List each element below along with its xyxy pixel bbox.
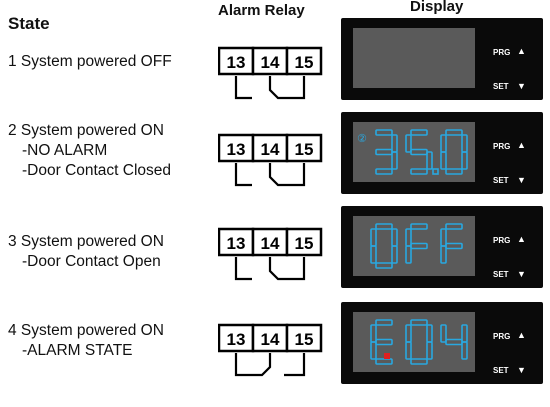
- prg-button-label: PRG: [493, 142, 511, 151]
- prg-button-label: PRG: [493, 48, 511, 57]
- relay-terminal-label: 13: [227, 53, 246, 72]
- display-digit: [440, 223, 463, 264]
- relay-terminal-box: [218, 323, 255, 353]
- relay-diagram-4: 13 14 15: [218, 323, 324, 393]
- state-3-line-2: -Door Contact Open: [22, 253, 161, 270]
- state-2-description: 2 System powered ON -NO ALARM -Door Cont…: [8, 121, 171, 181]
- display-screen: [353, 28, 475, 88]
- seven-segment-readout: [353, 28, 475, 88]
- display-digit: [405, 129, 433, 175]
- display-screen: ②: [353, 122, 475, 182]
- relay-wire: [234, 76, 252, 100]
- status-indicator-icon: ②: [357, 132, 367, 145]
- relay-wire: [284, 353, 306, 377]
- display-header: Display: [410, 0, 464, 15]
- set-button-label: SET: [493, 270, 509, 279]
- relay-terminal-label: 13: [227, 140, 246, 159]
- relay-terminal-label: 15: [295, 140, 314, 159]
- prg-button-label: PRG: [493, 332, 511, 341]
- display-panel-4: PRG ▲ SET ▼: [341, 302, 543, 384]
- relay-terminal-box: [285, 46, 323, 76]
- display-digit: [375, 129, 398, 175]
- state-header: State: [8, 14, 50, 33]
- display-digit: [370, 223, 398, 269]
- relay-terminal-label: 14: [261, 234, 280, 253]
- decimal-point: [432, 168, 439, 175]
- state-4-description: 4 System powered ON -ALARM STATE: [8, 321, 164, 361]
- relay-svg: 13 14 15: [218, 46, 323, 100]
- down-arrow-icon: ▼: [517, 365, 526, 375]
- state-4-line-2: -ALARM STATE: [22, 342, 133, 359]
- set-button-label: SET: [493, 366, 509, 375]
- up-arrow-icon: ▲: [517, 234, 526, 244]
- state-1-line-1: 1 System powered OFF: [8, 53, 172, 70]
- relay-terminal-box: [285, 133, 323, 163]
- relay-svg: 13 14 15: [218, 323, 323, 377]
- relay-wire: [268, 257, 306, 281]
- relay-terminal-label: 13: [227, 330, 246, 349]
- set-button-label: SET: [493, 82, 509, 91]
- relay-terminal-box: [218, 46, 255, 76]
- relay-svg: 13 14 15: [218, 227, 323, 281]
- display-digit: [405, 319, 433, 365]
- state-3-description: 3 System powered ON -Door Contact Open: [8, 232, 164, 272]
- relay-wire: [234, 163, 252, 187]
- state-4-line-1: 4 System powered ON: [8, 322, 164, 339]
- alarm-relay-header: Alarm Relay: [218, 2, 305, 19]
- state-2-line-2: -NO ALARM: [22, 142, 108, 159]
- prg-button-label: PRG: [493, 236, 511, 245]
- seven-segment-readout: [370, 319, 468, 365]
- relay-diagram-2: 13 14 15: [218, 133, 324, 203]
- relay-svg: 13 14 15: [218, 133, 323, 187]
- set-button-label: SET: [493, 176, 509, 185]
- alarm-indicator-icon: [384, 353, 390, 359]
- relay-terminal-label: 14: [261, 53, 280, 72]
- display-screen: [353, 312, 475, 372]
- display-digit: [405, 223, 428, 264]
- display-panel-1: PRG ▲ SET ▼: [341, 18, 543, 100]
- relay-terminal-label: 15: [295, 330, 314, 349]
- relay-diagram-1: 13 14 15: [218, 46, 324, 116]
- down-arrow-icon: ▼: [517, 269, 526, 279]
- seven-segment-readout: [370, 223, 463, 269]
- down-arrow-icon: ▼: [517, 175, 526, 185]
- relay-wire: [234, 257, 252, 281]
- up-arrow-icon: ▲: [517, 140, 526, 150]
- relay-terminal-box: [285, 227, 323, 257]
- display-screen: [353, 216, 475, 276]
- state-2-line-1: 2 System powered ON: [8, 122, 164, 139]
- relay-terminal-label: 14: [261, 330, 280, 349]
- seven-segment-readout: ②: [357, 129, 468, 175]
- display-digit: [440, 129, 468, 175]
- display-panel-2: ② PRG ▲ SET ▼: [341, 112, 543, 194]
- relay-terminal-label: 13: [227, 234, 246, 253]
- display-panel-3: PRG ▲ SET ▼: [341, 206, 543, 288]
- state-1-description: 1 System powered OFF: [8, 52, 172, 72]
- relay-terminal-label: 14: [261, 140, 280, 159]
- relay-diagram-3: 13 14 15: [218, 227, 324, 297]
- up-arrow-icon: ▲: [517, 46, 526, 56]
- relay-terminal-label: 15: [295, 234, 314, 253]
- relay-wire: [234, 353, 272, 377]
- relay-terminal-box: [251, 133, 289, 163]
- relay-terminal-box: [251, 46, 289, 76]
- relay-terminal-box: [251, 227, 289, 257]
- relay-terminal-box: [285, 323, 323, 353]
- relay-terminal-label: 15: [295, 53, 314, 72]
- up-arrow-icon: ▲: [517, 330, 526, 340]
- down-arrow-icon: ▼: [517, 81, 526, 91]
- state-3-line-1: 3 System powered ON: [8, 233, 164, 250]
- relay-wire: [268, 163, 306, 187]
- display-digit: [440, 324, 468, 360]
- relay-wire: [268, 76, 306, 100]
- state-2-line-3: -Door Contact Closed: [22, 162, 172, 179]
